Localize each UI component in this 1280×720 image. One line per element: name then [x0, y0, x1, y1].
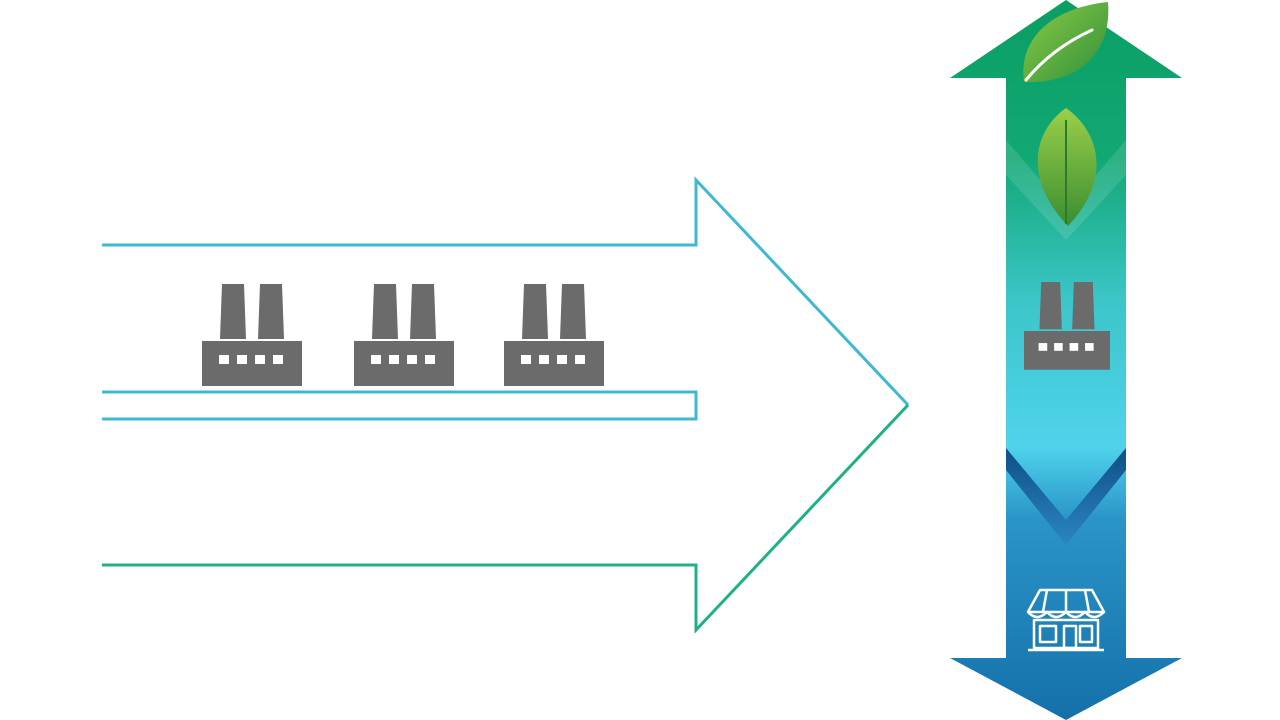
factory-icon	[354, 284, 454, 386]
factory-icon	[1024, 282, 1110, 370]
factory-icon	[504, 284, 604, 386]
supply-arrow-top-outline	[102, 176, 910, 407]
supply-arrow	[102, 176, 910, 634]
store-icon	[1026, 588, 1106, 652]
conveyor-belt	[102, 390, 698, 421]
lower-chevron	[1006, 448, 1126, 545]
leaf-icon	[1023, 2, 1109, 83]
supply-arrow-bottom-outline	[102, 403, 910, 634]
factory-icon	[202, 284, 302, 386]
leaf-icon	[1037, 108, 1097, 226]
